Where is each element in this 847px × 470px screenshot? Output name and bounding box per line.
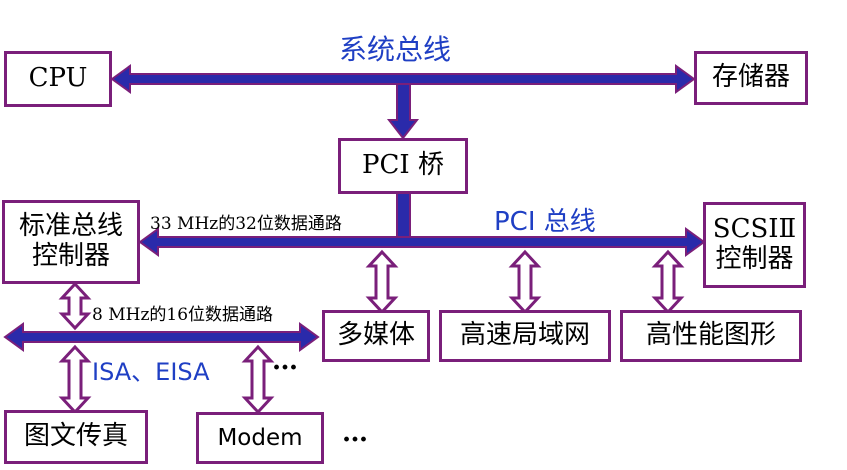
graphics-label: 高性能图形	[645, 320, 776, 351]
isa-bus-arrow	[3, 322, 320, 352]
pci-data-path-label: 33 MHz的32位数据通路	[150, 214, 342, 234]
memory-label: 存储器	[711, 62, 790, 93]
multimedia-label: 多媒体	[336, 320, 415, 351]
ellipsis-lower: …	[342, 418, 368, 448]
pci-bridge-box: PCI 桥	[338, 138, 468, 194]
ellipsis-upper: …	[272, 346, 298, 376]
cpu-label: CPU	[28, 63, 88, 94]
multimedia-box: 多媒体	[322, 310, 430, 362]
std-bus-ctrl-line1: 标准总线	[18, 211, 123, 242]
system-to-bridge-arrow	[386, 83, 420, 140]
ctrl-to-isa-arrow	[58, 281, 92, 331]
isa-eisa-label: ISA、EISA	[92, 358, 210, 386]
pci-to-multimedia-arrow	[365, 249, 399, 315]
fax-box: 图文传真	[4, 410, 148, 464]
modem-label: Modem	[217, 424, 303, 451]
pci-to-lan-arrow	[508, 249, 542, 315]
memory-box: 存储器	[694, 51, 808, 105]
bridge-stem	[396, 190, 411, 241]
modem-box: Modem	[196, 412, 324, 464]
pci-bridge-label: PCI 桥	[362, 150, 444, 181]
scsi-ctrl-line2: 控制器	[715, 244, 794, 274]
scsi-ctrl-line1: SCSIⅡ	[712, 214, 797, 245]
system-bus-label: 系统总线	[339, 33, 452, 66]
scsi-controller-box: SCSIⅡ 控制器	[703, 202, 806, 288]
high-speed-lan-label: 高速局域网	[459, 320, 590, 351]
fax-label: 图文传真	[23, 421, 128, 452]
std-bus-ctrl-line2: 控制器	[31, 241, 110, 271]
pci-to-graphics-arrow	[651, 249, 685, 315]
high-performance-graphics-box: 高性能图形	[620, 310, 802, 362]
standard-bus-controller-box: 标准总线 控制器	[2, 200, 140, 284]
isa-data-path-label: 8 MHz的16位数据通路	[92, 305, 274, 325]
isa-to-fax-arrow	[58, 344, 92, 415]
high-speed-lan-box: 高速局域网	[439, 310, 611, 362]
pci-bus-label: PCI 总线	[494, 207, 596, 237]
cpu-box: CPU	[4, 51, 112, 107]
isa-to-modem-arrow	[241, 344, 275, 415]
